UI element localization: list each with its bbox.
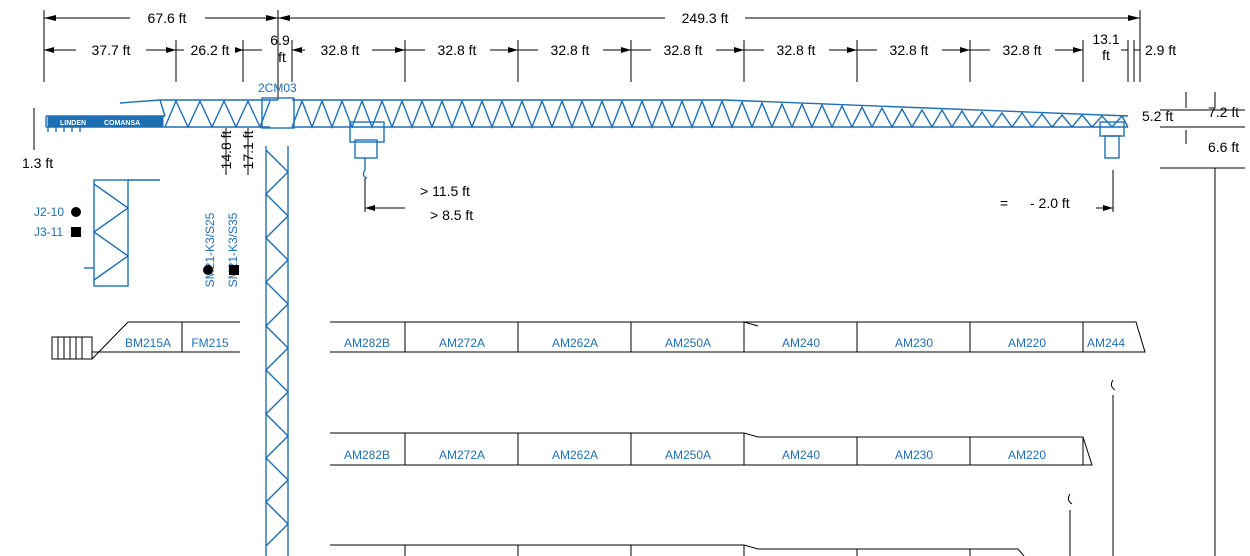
jib-section: AM250A [665, 336, 711, 350]
dim-jib-section-5: 32.8 ft [777, 42, 816, 58]
overall-dimensions: 67.6 ft 249.3 ft [43, 10, 1141, 100]
dim-segment-1: 37.7 ft [92, 42, 131, 58]
jib-section: AM272A [439, 336, 485, 350]
tower-head-dimensions: 14.8 ft 17.1 ft 1.3 ft [22, 108, 256, 175]
dim-counterjib-height: 1.3 ft [22, 155, 53, 171]
counter-jib-section: FM215 [191, 336, 229, 350]
dim-total-jib: 249.3 ft [682, 10, 729, 26]
mast-label-s35: SM21-K3/S35 [226, 212, 240, 287]
mast-section-labels: SM21-K3/S25 SM21-K3/S35 J2-10 J3-11 [34, 205, 240, 287]
counterweight-block [47, 116, 164, 127]
jib-config-row-2: AM282B AM272A AM262A AM250A AM240 AM230 … [330, 432, 1093, 556]
jib-section: AM282B [344, 336, 390, 350]
jib-section: AM240 [782, 336, 820, 350]
dim-total-counterjib: 67.6 ft [148, 10, 187, 26]
dim-tower-head-2: 17.1 ft [240, 130, 256, 169]
dim-jib-tip-top: 7.2 ft [1208, 104, 1239, 120]
jack-label-j2: J2-10 [34, 205, 64, 219]
jib-section: AM220 [1008, 336, 1046, 350]
tower-mast [265, 146, 289, 556]
dim-tower-head-1: 14.8 ft [218, 130, 234, 169]
jib-section: AM244 [1087, 336, 1125, 350]
counter-jib-section: BM215A [125, 336, 171, 350]
counter-jib-config: BM215A FM215 [51, 321, 240, 360]
dim-jib-tip-bottom: 6.6 ft [1208, 139, 1239, 155]
dim-jib-section-6: 32.8 ft [890, 42, 929, 58]
trolley-dim-1: > 11.5 ft [420, 183, 470, 199]
dim-jib-section-1: 32.8 ft [321, 42, 360, 58]
jib-config-row-1: AM282B AM272A AM262A AM250A AM240 AM230 … [330, 321, 1146, 556]
slewing-head [261, 97, 295, 129]
jib-section: AM230 [895, 448, 933, 462]
brand-logo-text: LINDEN [60, 120, 86, 127]
trolley-dim-3b: - 2.0 ft [1030, 195, 1070, 211]
dim-jib-tip-height: 5.2 ft [1142, 108, 1173, 124]
dim-jib-section-2: 32.8 ft [438, 42, 477, 58]
trolley-dimensions: > 11.5 ft > 8.5 ft = - 2.0 ft [365, 183, 1113, 223]
dim-jib-section-4: 32.8 ft [664, 42, 703, 58]
dim-jib-tip-b: ft [1102, 47, 1110, 63]
jib-section: AM250A [665, 448, 711, 462]
jib-section: AM240 [782, 448, 820, 462]
segment-dimensions: 37.7 ft 26.2 ft 6.9 ft 32.8 ft 32.8 ft 3… [44, 31, 1176, 82]
dim-jib-end: 2.9 ft [1145, 42, 1176, 58]
mast-label-s25: SM21-K3/S25 [203, 212, 217, 287]
dim-jib-section-7: 32.8 ft [1003, 42, 1042, 58]
trolley-dim-3: = [1000, 195, 1008, 211]
jib-config-row-3 [330, 544, 1025, 556]
brand-logo-text-2: COMANSA [104, 120, 140, 127]
dim-segment-3a: 6.9 [270, 32, 290, 48]
jib-section: AM230 [895, 336, 933, 350]
crane-jib: LINDEN COMANSA 2CM03 [45, 81, 1129, 132]
jib-section: AM220 [1008, 448, 1046, 462]
dim-segment-2: 26.2 ft [191, 42, 230, 58]
climbing-frame [84, 179, 160, 287]
dim-jib-section-3: 32.8 ft [551, 42, 590, 58]
jack-label-j3: J3-11 [34, 225, 63, 239]
dim-segment-3b: ft [278, 49, 286, 65]
jib-section: AM262A [552, 448, 598, 462]
jib-section: AM282B [344, 448, 390, 462]
dim-jib-tip-a: 13.1 [1092, 31, 1119, 47]
slewing-head-label: 2CM03 [258, 81, 297, 95]
trolley-left [349, 121, 385, 212]
trolley-dim-2: > 8.5 ft [430, 207, 473, 223]
trolley-right [1099, 121, 1125, 212]
jib-section: AM272A [439, 448, 485, 462]
jib-tip-dimensions: 5.2 ft 7.2 ft 6.6 ft [1142, 92, 1245, 556]
jib-section: AM262A [552, 336, 598, 350]
